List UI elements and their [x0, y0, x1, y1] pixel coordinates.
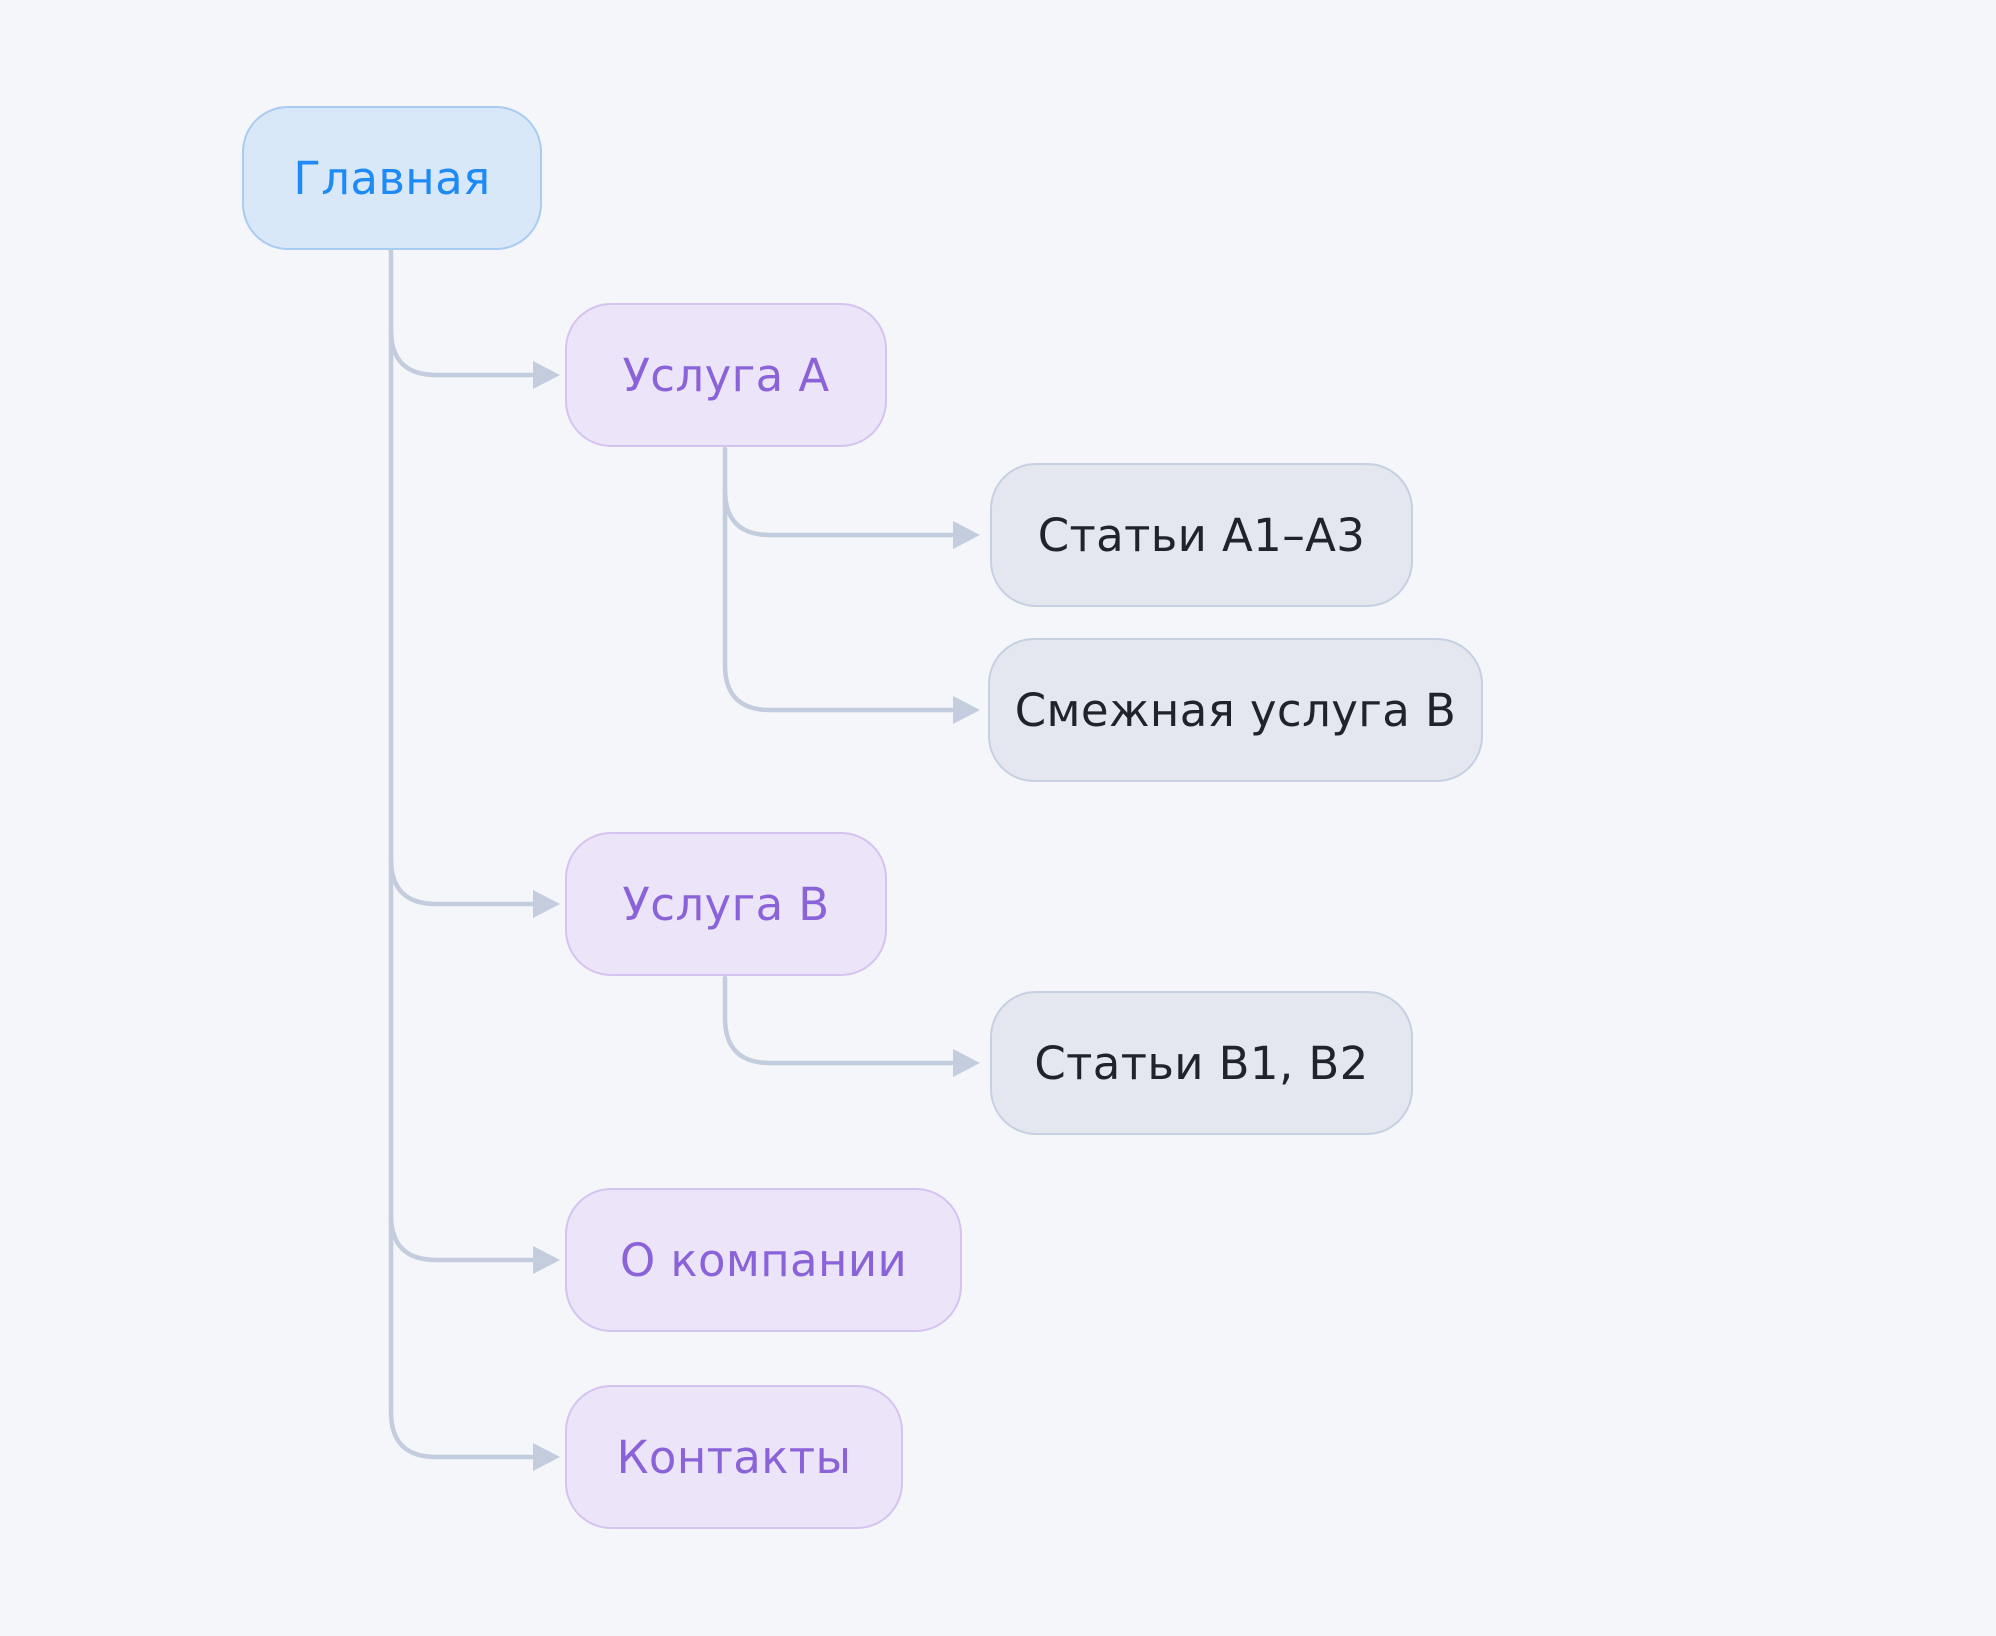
node-contacts-label: Контакты	[616, 1430, 852, 1484]
edge-home-service-b	[388, 856, 535, 907]
arrowhead-contacts	[533, 1443, 560, 1471]
arrowhead-articles-b	[953, 1049, 980, 1077]
arrowhead-articles-a	[953, 521, 980, 549]
edge-service-a-articles-a	[722, 487, 955, 538]
node-articles-a-label: Статьи А1–А3	[1037, 508, 1366, 562]
arrowhead-about	[533, 1246, 560, 1274]
arrowhead-service-b	[533, 890, 560, 918]
node-home: Главная	[242, 106, 542, 250]
edge-home-trunk	[388, 247, 535, 1460]
node-home-label: Главная	[293, 151, 491, 205]
edge-service-b-articles-b	[722, 975, 955, 1066]
node-about-company: О компании	[565, 1188, 962, 1332]
node-related-service-b-label: Смежная услуга В	[1014, 683, 1457, 737]
node-about-company-label: О компании	[619, 1233, 908, 1287]
node-contacts: Контакты	[565, 1385, 903, 1529]
node-articles-b-label: Статьи В1, В2	[1034, 1036, 1369, 1090]
node-service-a-label: Услуга А	[622, 348, 830, 402]
node-articles-a: Статьи А1–А3	[990, 463, 1413, 607]
node-articles-b: Статьи В1, В2	[990, 991, 1413, 1135]
edge-service-a-trunk	[722, 446, 955, 713]
node-service-a: Услуга А	[565, 303, 887, 447]
arrowhead-related-b	[953, 696, 980, 724]
node-related-service-b: Смежная услуга В	[988, 638, 1483, 782]
node-service-b-label: Услуга В	[622, 877, 830, 931]
edge-home-service-a	[388, 327, 535, 378]
arrowhead-service-a	[533, 361, 560, 389]
node-service-b: Услуга В	[565, 832, 887, 976]
edge-home-about	[388, 1212, 535, 1263]
